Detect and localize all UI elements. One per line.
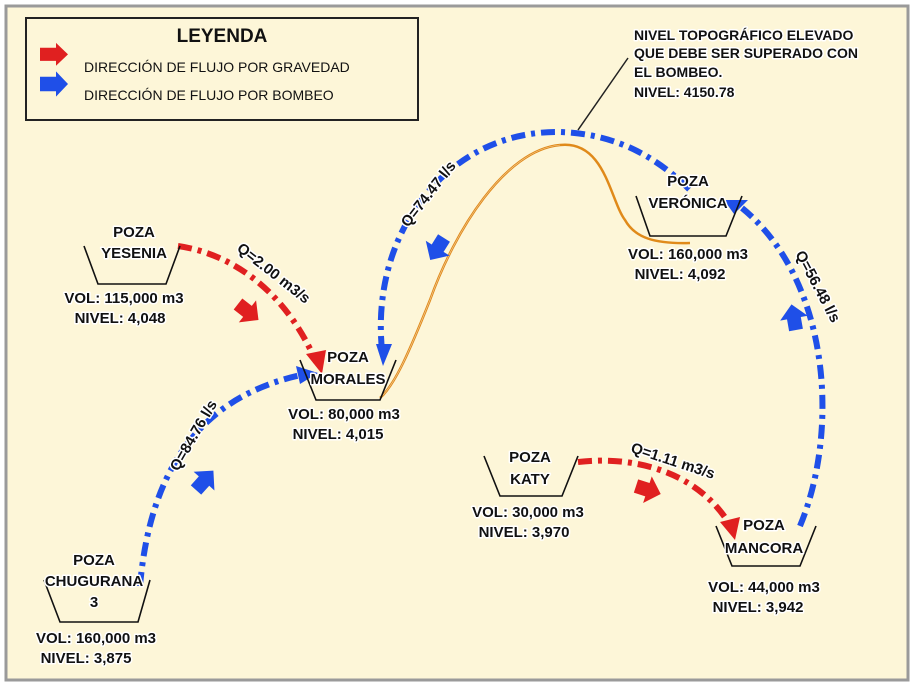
pond-katy-name-2: KATY	[510, 471, 550, 488]
annotation-line-4: NIVEL: 4150.78	[634, 84, 735, 100]
pond-katy-name-1: POZA	[509, 449, 551, 466]
pond-mancora-name-1: POZA	[743, 517, 785, 534]
pond-katy-level: NIVEL: 3,970	[479, 524, 570, 541]
pond-yesenia-name-2: YESENIA	[101, 245, 167, 262]
gravity-direction-arrow-icon	[233, 298, 259, 323]
pond-morales-level: NIVEL: 4,015	[293, 426, 384, 443]
pond-mancora-volume: VOL: 44,000 m3	[708, 579, 820, 596]
flow-chugurana-morales-arrowhead	[296, 366, 318, 384]
pond-yesenia-volume: VOL: 115,000 m3	[64, 290, 183, 307]
pond-shapes	[43, 195, 817, 623]
pond-chugurana-volume: VOL: 160,000 m3	[36, 630, 156, 647]
annotation-line-2: QUE DEBE SER SUPERADO CON	[634, 45, 858, 61]
pond-veronica-name-2: VERÓNICA	[648, 194, 727, 212]
legend-box	[25, 17, 419, 121]
pond-morales-name-2: MORALES	[311, 371, 386, 388]
flow-morales-veronica-line	[377, 128, 695, 351]
pond-veronica-shape	[635, 195, 743, 237]
pumping-direction-arrow-icon	[780, 304, 808, 332]
pond-veronica-volume: VOL: 160,000 m3	[628, 246, 748, 263]
pond-veronica-level: NIVEL: 4,092	[635, 266, 726, 283]
flow-yesenia-morales-line	[177, 243, 319, 364]
flow-yesenia-morales-arrowhead	[306, 350, 326, 374]
direction-arrows	[190, 234, 808, 504]
pond-yesenia-shape	[83, 245, 181, 285]
pond-chugurana-level: NIVEL: 3,875	[41, 650, 132, 667]
pond-mancora: POZA MANCORA VOL: 44,000 m3 NIVEL: 3,942	[707, 516, 822, 618]
flow-chugurana-morales-line	[137, 371, 307, 587]
diagram-frame	[4, 4, 910, 682]
gravity-arrow-icon	[40, 42, 68, 66]
elevation-annotation: NIVEL TOPOGRÁFICO ELEVADO QUE DEBE SER S…	[633, 26, 860, 102]
pond-katy: POZA KATY VOL: 30,000 m3 NIVEL: 3,970	[471, 448, 586, 543]
pond-morales-name-1: POZA	[327, 349, 369, 366]
pond-chugurana-name-3: 3	[90, 594, 98, 611]
pond-yesenia: POZA YESENIA VOL: 115,000 m3 NIVEL: 4,04…	[63, 223, 185, 329]
flow-katy-mancora-line	[577, 457, 733, 527]
flow-lines	[137, 128, 826, 587]
pond-katy-shape	[483, 455, 579, 497]
pumping-direction-arrow-icon	[425, 234, 450, 261]
terrain-profile-highlight	[379, 144, 561, 399]
annotation-line-3: EL BOMBEO.	[634, 64, 722, 80]
gravity-direction-arrow-icon	[633, 476, 661, 504]
pond-mancora-name-2: MANCORA	[725, 540, 803, 557]
legend: LEYENDA DIRECCIÓN DE FLUJO POR GRAVEDAD …	[25, 17, 419, 121]
pond-yesenia-level: NIVEL: 4,048	[75, 310, 166, 327]
pond-morales: POZA MORALES VOL: 80,000 m3 NIVEL: 4,015	[287, 348, 402, 445]
pond-chugurana-name-1: POZA	[73, 552, 115, 569]
flow-mancora-veronica-line	[740, 205, 826, 528]
pond-chugurana-name-2: CHUGURANA	[45, 573, 143, 590]
pumping-direction-arrow-icon	[190, 470, 215, 495]
pumping-arrow-icon	[40, 71, 68, 97]
annotation-line-1: NIVEL TOPOGRÁFICO ELEVADO	[634, 27, 853, 43]
legend-gravity-label: DIRECCIÓN DE FLUJO POR GRAVEDAD	[84, 59, 350, 75]
pond-mancora-level: NIVEL: 3,942	[713, 599, 804, 616]
pond-morales-shape	[299, 359, 397, 401]
pond-mancora-shape	[715, 525, 817, 567]
pond-morales-volume: VOL: 80,000 m3	[288, 406, 400, 423]
flow-mancora-veronica-arrowhead	[724, 200, 748, 214]
legend-title: LEYENDA	[177, 26, 268, 47]
annotation-leader-line	[577, 57, 629, 131]
pond-yesenia-name-1: POZA	[113, 224, 155, 241]
pond-veronica: POZA VERÓNICA VOL: 160,000 m3 NIVEL: 4,0…	[626, 172, 749, 285]
pond-chugurana: POZA CHUGURANA 3 VOL: 160,000 m3 NIVEL: …	[34, 551, 157, 669]
pond-katy-volume: VOL: 30,000 m3	[472, 504, 584, 521]
flow-morales-veronica-arrowhead	[376, 344, 392, 366]
pond-chugurana-shape	[43, 579, 151, 623]
pond-veronica-name-1: POZA	[667, 173, 709, 190]
flow-katy-mancora-arrowhead	[720, 517, 740, 540]
legend-pumping-label: DIRECCIÓN DE FLUJO POR BOMBEO	[84, 87, 334, 103]
